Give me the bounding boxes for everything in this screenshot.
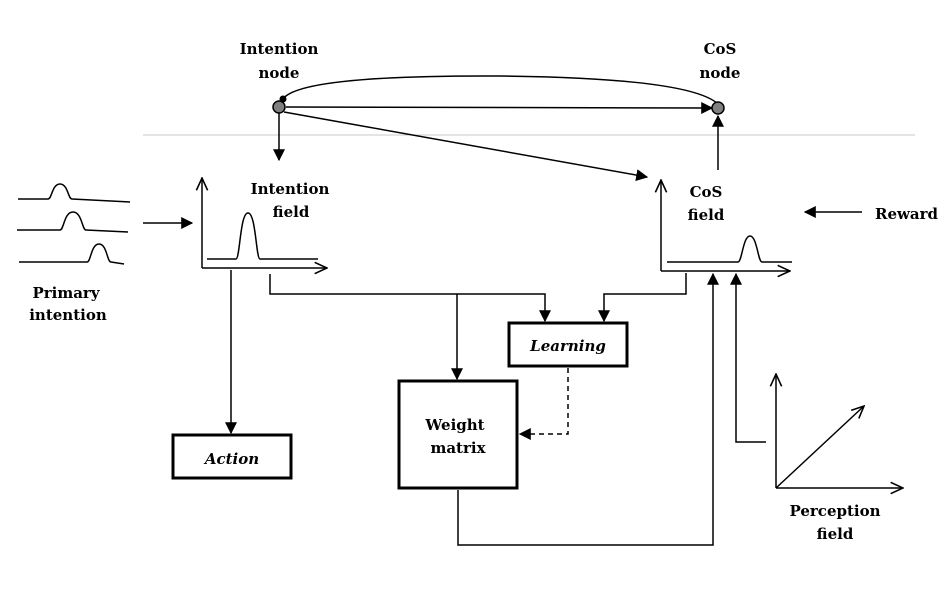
weight-matrix-label-1: Weight <box>424 416 484 434</box>
intention-node-label-1: Intention <box>240 40 319 58</box>
primary-intention-label-1: Primary <box>32 284 100 302</box>
learning-box <box>507 321 629 368</box>
cos-node-label-2: node <box>700 64 741 82</box>
cos-field-curve <box>667 235 792 263</box>
weight-to-cos-connector <box>457 272 719 546</box>
primary-intention-curve-2 <box>17 211 129 233</box>
intention-node <box>272 100 286 114</box>
perception-field-label-2: field <box>817 525 854 543</box>
cos-to-learning-connector <box>598 273 687 323</box>
perception-field-label-1: Perception <box>789 502 880 520</box>
learning-label: Learning <box>529 337 606 355</box>
cos-node <box>711 101 725 115</box>
intention-node-label-2: node <box>259 64 300 82</box>
intention-field-label-1: Intention <box>251 180 330 198</box>
intention-to-cos-field-arrow <box>283 111 649 182</box>
node-arc <box>282 75 719 105</box>
primary-intention-curve-3 <box>19 243 125 265</box>
cos-field-label-2: field <box>688 206 725 224</box>
cos-node-label-1: CoS <box>704 40 737 58</box>
primary-intention-label-2: intention <box>29 306 107 324</box>
weight-matrix-box <box>397 379 519 490</box>
intention-to-learning-connector <box>269 274 551 323</box>
weight-matrix-label-2: matrix <box>430 439 486 457</box>
primary-intention-curve-1 <box>18 183 131 203</box>
action-label: Action <box>203 450 259 468</box>
perception-to-cos-connector <box>730 272 766 443</box>
perception-field-diagonal <box>775 406 864 489</box>
action-box <box>171 433 293 480</box>
intention-field-label-2: field <box>273 203 310 221</box>
intention-field-curve <box>207 212 318 260</box>
node-to-node-arrow <box>285 101 714 114</box>
cos-field-label-1: CoS <box>690 183 723 201</box>
reward-label: Reward <box>875 205 939 223</box>
learning-to-weight-dashed-arrow <box>518 368 569 440</box>
